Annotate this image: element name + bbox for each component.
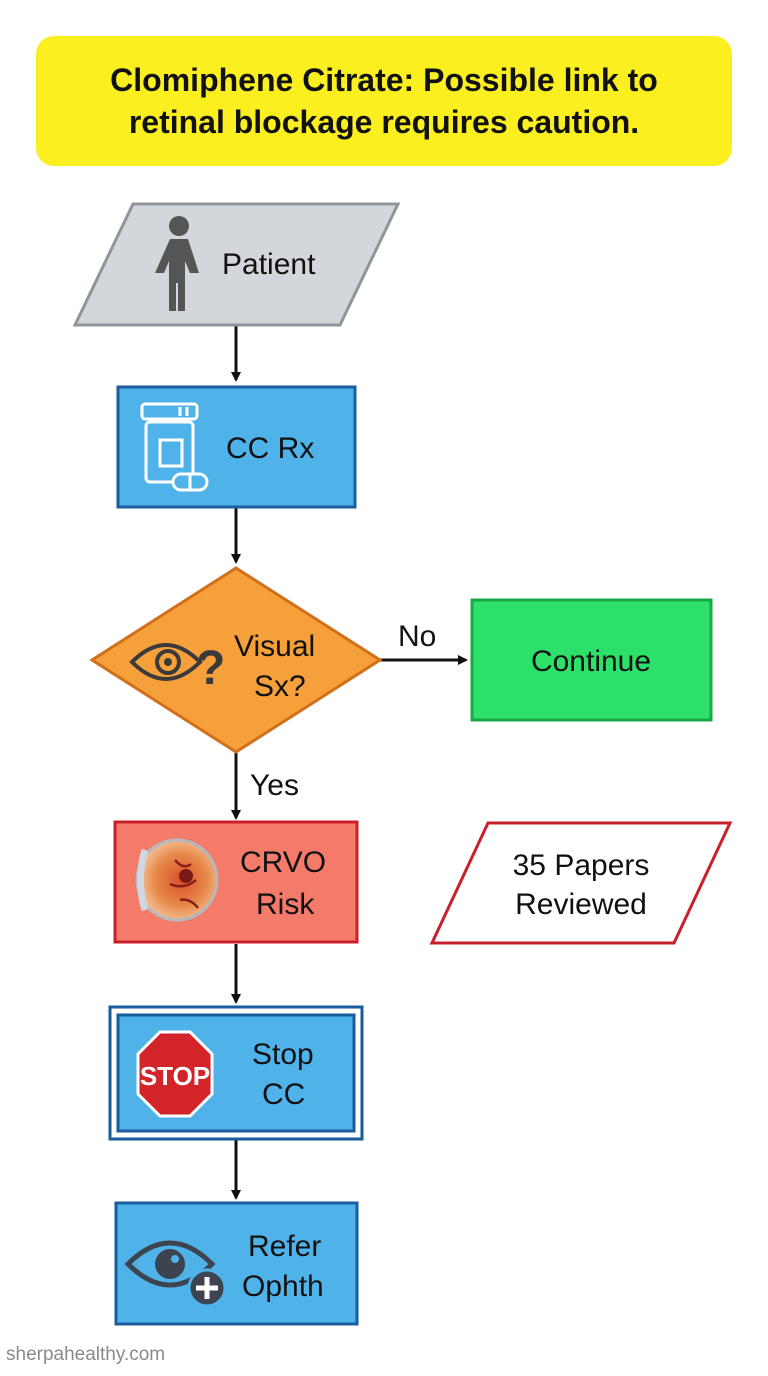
pill-bottle-icon — [140, 402, 209, 492]
banner-line-1: Clomiphene Citrate: Possible link to — [110, 62, 658, 98]
eye-plus-icon — [124, 1240, 227, 1308]
eye-question-icon: ? — [129, 642, 225, 695]
crvo-label-2: Risk — [256, 888, 315, 921]
node-cc-rx: CC Rx — [116, 385, 357, 509]
edge-label-no: No — [398, 620, 436, 653]
edge-label-yes: Yes — [250, 769, 299, 802]
person-icon — [155, 216, 199, 311]
footer-watermark: sherpahealthy.com — [6, 1344, 166, 1365]
banner-text: Clomiphene Citrate: Possible link to ret… — [64, 59, 704, 143]
node-stop-cc: STOP Stop CC — [108, 1005, 364, 1141]
cc-rx-label: CC Rx — [226, 432, 314, 465]
stop-sign-icon: STOP — [136, 1030, 214, 1118]
node-refer-ophth: Refer Ophth — [114, 1201, 359, 1326]
refer-label-1: Refer — [248, 1230, 321, 1263]
continue-label: Continue — [531, 645, 651, 678]
node-papers-reviewed: 35 Papers Reviewed — [429, 821, 733, 945]
node-patient: Patient — [72, 202, 401, 327]
patient-label: Patient — [222, 248, 316, 281]
crvo-label-1: CRVO — [240, 846, 326, 879]
node-continue: Continue — [470, 598, 713, 722]
eyeball-icon — [135, 838, 219, 922]
visual-sx-label-2: Sx? — [254, 670, 306, 703]
node-crvo-risk: CRVO Risk — [113, 820, 359, 944]
svg-text:?: ? — [196, 642, 225, 695]
papers-label-1: 35 Papers — [513, 849, 650, 882]
title-banner: Clomiphene Citrate: Possible link to ret… — [36, 36, 732, 166]
stop-sign-text: STOP — [140, 1061, 210, 1091]
visual-sx-label-1: Visual — [234, 630, 315, 663]
stop-cc-label-2: CC — [262, 1078, 305, 1111]
banner-line-2: retinal blockage requires caution. — [128, 104, 640, 140]
papers-label-2: Reviewed — [515, 888, 647, 921]
node-visual-sx: ? Visual Sx? — [89, 566, 383, 754]
refer-label-2: Ophth — [242, 1270, 324, 1303]
stop-cc-label-1: Stop — [252, 1038, 314, 1071]
